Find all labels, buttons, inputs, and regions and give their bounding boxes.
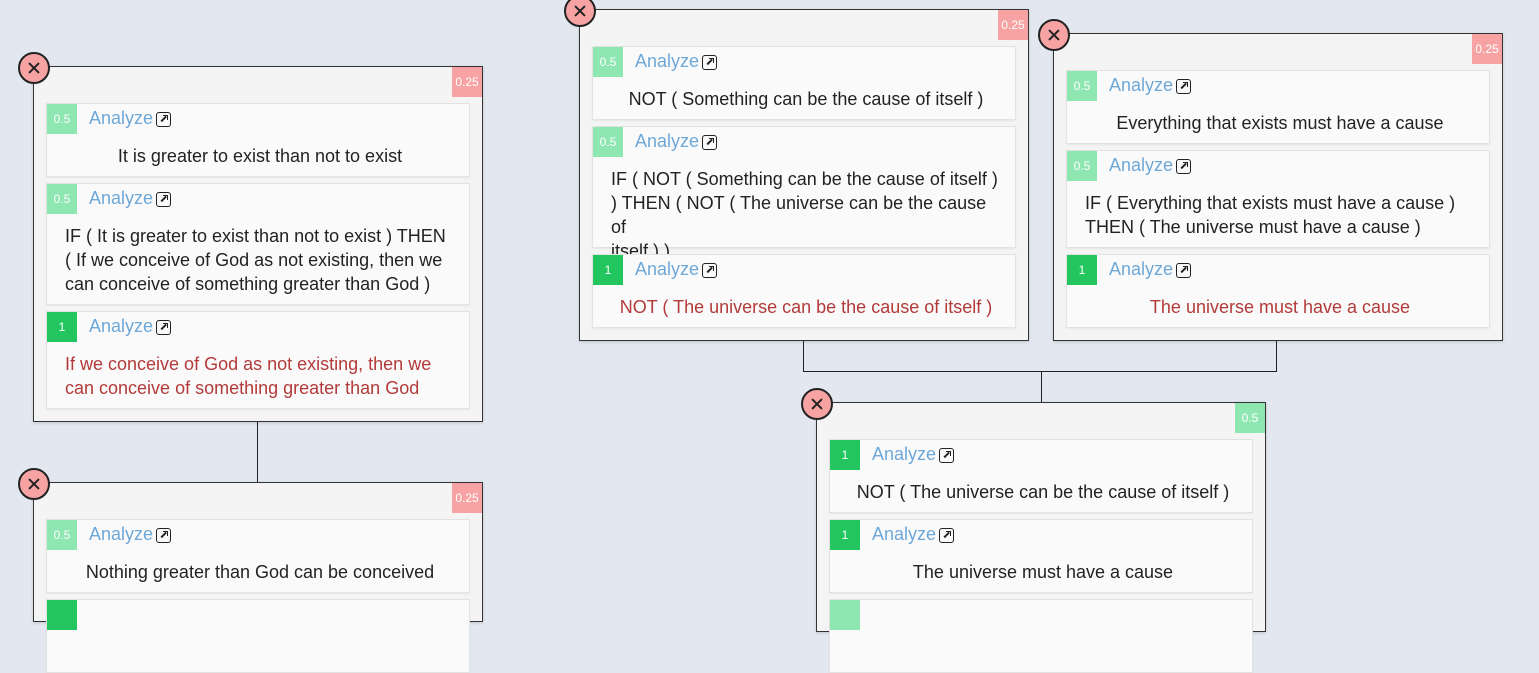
argument-card: 0.25 0.5 Analyze NOT ( Something can be … (579, 9, 1029, 341)
statement-text: Everything that exists must have a cause (1116, 113, 1444, 133)
connector-line (257, 421, 258, 482)
connector-line (1041, 371, 1042, 402)
statement-weight-badge: 0.5 (47, 184, 77, 214)
statement-text: IF ( NOT ( Something can be the cause of… (611, 169, 998, 261)
analyze-link[interactable]: Analyze (89, 524, 154, 544)
analyze-link[interactable]: Analyze (1109, 155, 1174, 175)
statement-block: 0.5 Analyze Nothing greater than God can… (46, 519, 470, 593)
statement-weight-badge: 1 (593, 255, 623, 285)
analyze-link[interactable]: Analyze (1109, 259, 1174, 279)
conclusion-text: If we conceive of God as not existing, t… (65, 354, 432, 398)
external-link-icon[interactable] (702, 135, 717, 150)
close-icon[interactable] (1038, 19, 1070, 51)
external-link-icon[interactable] (1176, 79, 1191, 94)
statement-text: IF ( It is greater to exist than not to … (65, 226, 446, 294)
statement-block: 0.5 Analyze Everything that exists must … (1066, 70, 1490, 144)
statement-block: 0.5 Analyze IF ( NOT ( Something can be … (592, 126, 1016, 261)
argument-card: 0.5 1 Analyze NOT ( The universe can be … (816, 402, 1266, 673)
analyze-link[interactable]: Analyze (89, 316, 154, 336)
analyze-link[interactable]: Analyze (872, 444, 937, 464)
external-link-icon[interactable] (702, 263, 717, 278)
card-score-badge: 0.25 (452, 483, 482, 513)
connector-line (1276, 340, 1277, 372)
close-icon[interactable] (18, 468, 50, 500)
close-icon[interactable] (564, 0, 596, 27)
external-link-icon[interactable] (939, 448, 954, 463)
analyze-link[interactable]: Analyze (89, 188, 154, 208)
statement-weight-badge: 1 (47, 312, 77, 342)
statement-weight-badge: 0.5 (593, 127, 623, 157)
statement-block: 0.5 Analyze IF ( Everything that exists … (1066, 150, 1490, 248)
statement-block: 1 Analyze The universe must have a cause (1066, 254, 1490, 328)
statement-text: IF ( Everything that exists must have a … (1085, 193, 1456, 237)
argument-card: 0.25 0.5 Analyze It is greater to exist … (33, 66, 483, 422)
argument-card: 0.25 0.5 Analyze Everything that exists … (1053, 33, 1503, 341)
external-link-icon[interactable] (156, 192, 171, 207)
close-icon[interactable] (18, 52, 50, 84)
statement-weight-badge: 1 (830, 440, 860, 470)
statement-block: 1 Analyze If we conceive of God as not e… (46, 311, 470, 409)
analyze-link[interactable]: Analyze (635, 259, 700, 279)
statement-block: 0.5 Analyze NOT ( Something can be the c… (592, 46, 1016, 120)
analyze-link[interactable]: Analyze (635, 51, 700, 71)
statement-block: 0.5 Analyze IF ( It is greater to exist … (46, 183, 470, 305)
statement-weight-badge (830, 600, 860, 630)
external-link-icon[interactable] (1176, 263, 1191, 278)
statement-text: It is greater to exist than not to exist (117, 146, 403, 166)
conclusion-text: The universe must have a cause (1149, 297, 1411, 317)
analyze-link[interactable]: Analyze (1109, 75, 1174, 95)
external-link-icon[interactable] (939, 528, 954, 543)
external-link-icon[interactable] (1176, 159, 1191, 174)
connector-line (803, 371, 1277, 372)
statement-block (829, 599, 1253, 673)
external-link-icon[interactable] (156, 320, 171, 335)
card-score-badge: 0.5 (1235, 403, 1265, 433)
statement-block: 1 Analyze NOT ( The universe can be the … (592, 254, 1016, 328)
external-link-icon[interactable] (702, 55, 717, 70)
connector-line (803, 340, 804, 372)
statement-weight-badge: 0.5 (593, 47, 623, 77)
statement-weight-badge: 1 (1067, 255, 1097, 285)
external-link-icon[interactable] (156, 112, 171, 127)
statement-weight-badge: 1 (830, 520, 860, 550)
argument-card: 0.25 0.5 Analyze Nothing greater than Go… (33, 482, 483, 673)
statement-text: Nothing greater than God can be conceive… (85, 562, 435, 582)
statement-text: The universe must have a cause (912, 562, 1174, 582)
external-link-icon[interactable] (156, 528, 171, 543)
card-score-badge: 0.25 (998, 10, 1028, 40)
card-score-badge: 0.25 (452, 67, 482, 97)
statement-weight-badge: 0.5 (1067, 71, 1097, 101)
statement-block: 1 Analyze The universe must have a cause (829, 519, 1253, 593)
statement-weight-badge: 0.5 (47, 520, 77, 550)
analyze-link[interactable]: Analyze (635, 131, 700, 151)
conclusion-text: NOT ( The universe can be the cause of i… (619, 297, 993, 317)
analyze-link[interactable]: Analyze (872, 524, 937, 544)
statement-block: 0.5 Analyze It is greater to exist than … (46, 103, 470, 177)
close-icon[interactable] (801, 388, 833, 420)
statement-weight-badge (47, 600, 77, 630)
analyze-link[interactable]: Analyze (89, 108, 154, 128)
statement-block (46, 599, 470, 673)
statement-text: NOT ( The universe can be the cause of i… (856, 482, 1230, 502)
statement-weight-badge: 0.5 (47, 104, 77, 134)
statement-block: 1 Analyze NOT ( The universe can be the … (829, 439, 1253, 513)
statement-weight-badge: 0.5 (1067, 151, 1097, 181)
statement-text: NOT ( Something can be the cause of itse… (628, 89, 984, 109)
card-score-badge: 0.25 (1472, 34, 1502, 64)
